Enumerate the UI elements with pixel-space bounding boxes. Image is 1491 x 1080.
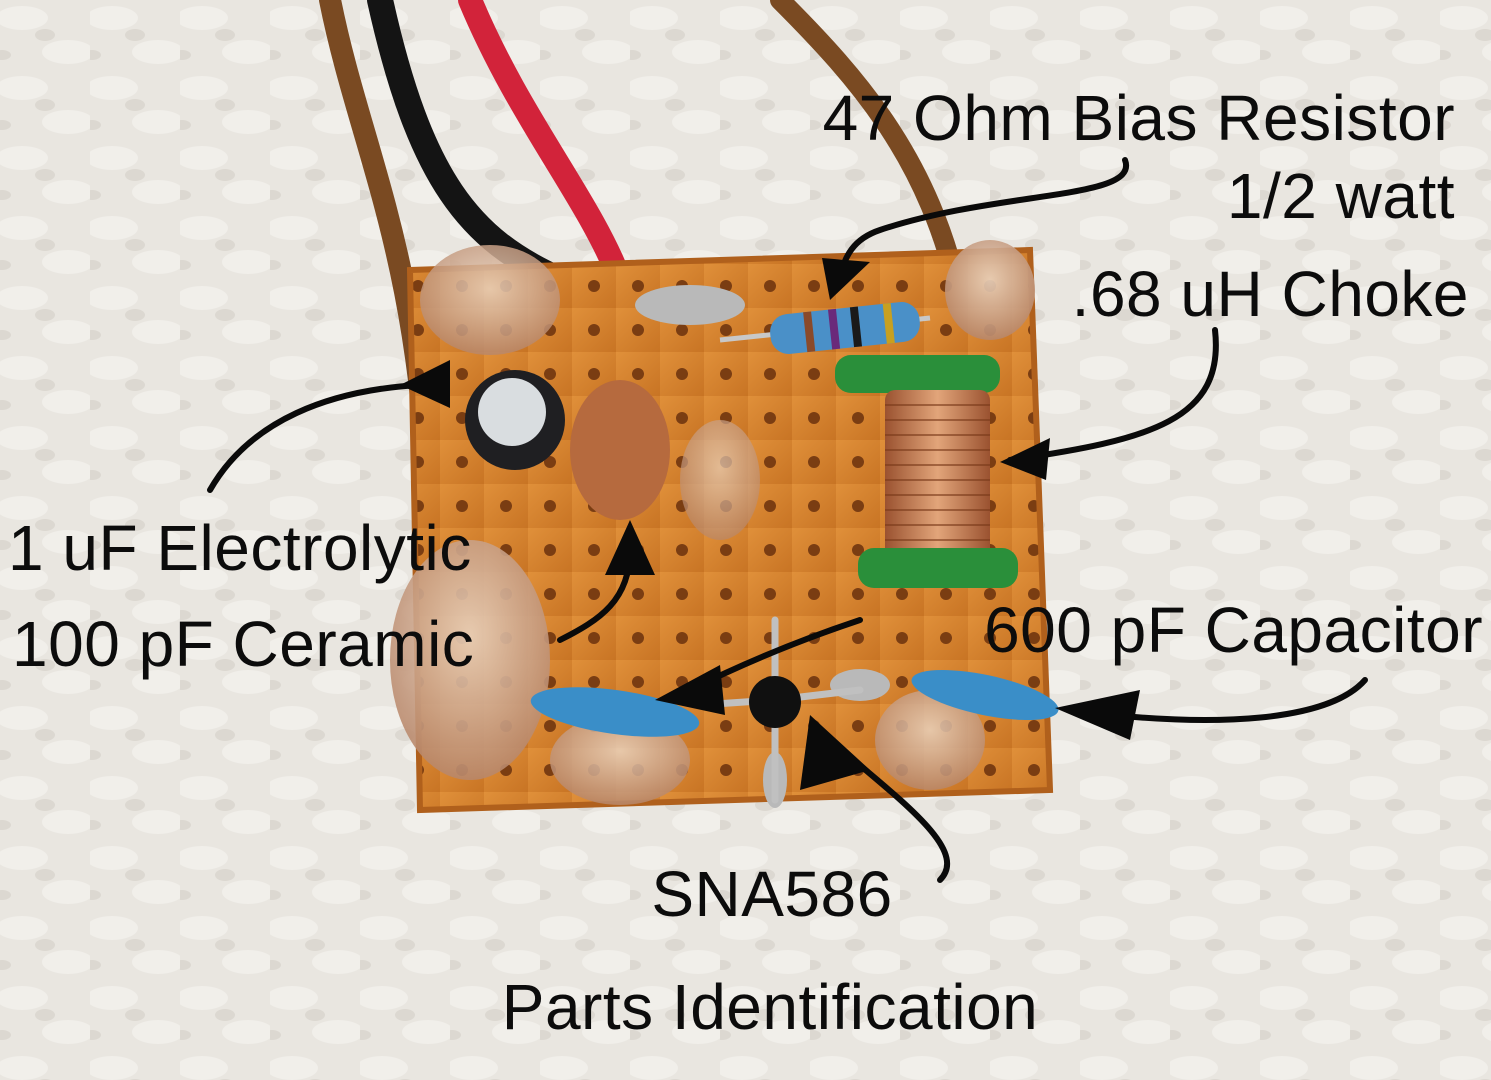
- choke-label: .68 uH Choke: [1071, 258, 1469, 330]
- electrolytic-label: 1 uF Electrolytic: [8, 512, 472, 584]
- choke-coil-turns: [885, 404, 990, 541]
- hot-glue-blob: [420, 245, 560, 355]
- red-wire: [458, 0, 632, 292]
- electrolytic-capacitor-top: [478, 378, 546, 446]
- hot-glue-blob: [390, 540, 550, 780]
- annotation-arrowheads: [400, 258, 1140, 790]
- hot-glue-blob: [945, 240, 1035, 340]
- solder-joint: [635, 285, 745, 325]
- ceramic-capacitor-right: [911, 669, 1059, 721]
- choke-bobbin-top: [835, 355, 1000, 393]
- hot-glue-blob: [875, 690, 985, 790]
- solder-joint: [830, 669, 890, 701]
- capacitor-600-label: 600 pF Capacitor: [984, 594, 1483, 666]
- hot-glue-blob: [680, 420, 760, 540]
- choke-winding: [885, 390, 990, 560]
- resistor-band: [803, 311, 816, 353]
- amplifier-chip-label: SNA586: [651, 858, 893, 930]
- hot-glue-blob: [550, 715, 690, 805]
- bias-resistor-power-label: 1/2 watt: [1226, 160, 1455, 232]
- resistor-band: [882, 303, 895, 344]
- annotation-arrows: [207, 157, 1368, 883]
- ceramic-label: 100 pF Ceramic: [12, 608, 475, 680]
- ceramic-disc-capacitor: [570, 380, 670, 520]
- resistor-band: [827, 308, 841, 350]
- resistor-band: [849, 306, 863, 348]
- bias-resistor-label: 47 Ohm Bias Resistor: [822, 82, 1455, 154]
- sna586-chip: [749, 676, 801, 728]
- brown-wire-right: [770, 0, 970, 310]
- choke-bobbin-bottom: [858, 548, 1018, 588]
- caption: Parts Identification: [501, 971, 1039, 1043]
